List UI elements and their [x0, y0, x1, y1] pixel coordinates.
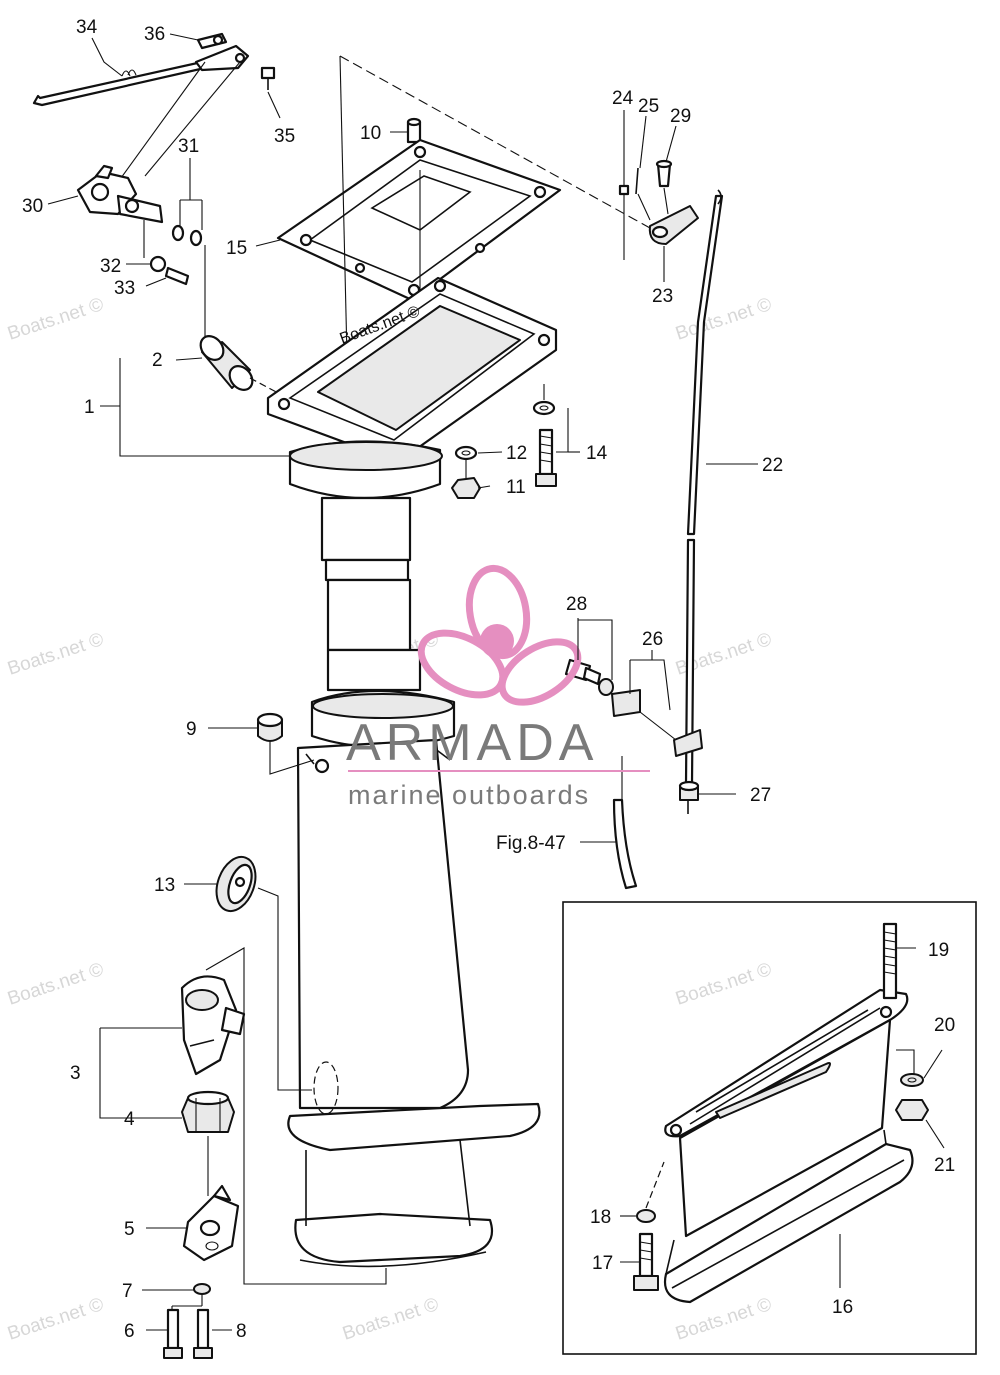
- part-13-grommet[interactable]: [210, 852, 263, 917]
- site-watermark: Boats.net ©: [5, 959, 106, 1010]
- part-24-screw[interactable]: [618, 184, 630, 196]
- callout-12: 12: [506, 443, 527, 464]
- callout-21: 21: [934, 1155, 955, 1176]
- part-1-drive-shaft-housing[interactable]: [266, 276, 558, 1268]
- part-20-washer[interactable]: [900, 1073, 924, 1087]
- callout-5: 5: [124, 1219, 135, 1240]
- site-watermark: Boats.net ©: [673, 959, 774, 1010]
- callout-2: 2: [152, 350, 163, 371]
- part-5-bracket[interactable]: [182, 1184, 240, 1262]
- part-6-bolt[interactable]: [163, 1308, 183, 1359]
- callout-36: 36: [144, 24, 165, 45]
- part-25-pin[interactable]: [635, 167, 639, 195]
- part-17-bolt[interactable]: [633, 1232, 659, 1291]
- callout-33: 33: [114, 278, 135, 299]
- callout-28: 28: [566, 594, 587, 615]
- callout-31: 31: [178, 136, 199, 157]
- callout-30: 30: [22, 196, 43, 217]
- callout-24: 24: [612, 88, 634, 109]
- part-32-ball[interactable]: [149, 255, 167, 273]
- brand-name: ARMADA: [346, 714, 598, 772]
- callout-18: 18: [590, 1207, 611, 1228]
- site-watermark: Boats.net ©: [5, 1294, 106, 1345]
- part-11-nut[interactable]: [451, 477, 481, 499]
- callout-17: 17: [592, 1253, 613, 1274]
- part-7-washer[interactable]: [193, 1283, 211, 1295]
- callout-11: 11: [506, 477, 526, 498]
- callout-14: 14: [586, 443, 608, 464]
- callout-3: 3: [70, 1063, 81, 1084]
- part-22-shift-rod[interactable]: [684, 189, 724, 786]
- callout-6: 6: [124, 1321, 135, 1342]
- part-2-grommet[interactable]: [196, 332, 257, 395]
- callout-13: 13: [154, 875, 175, 896]
- site-watermark: Boats.net ©: [5, 294, 106, 345]
- callout-20: 20: [934, 1015, 955, 1036]
- leader-lines: [47, 33, 736, 1331]
- fig-ref-cable: [612, 798, 638, 890]
- callout-10: 10: [360, 123, 381, 144]
- inset-box: [562, 901, 977, 1355]
- callout-34: 34: [76, 17, 98, 38]
- part-26-clamp[interactable]: [611, 689, 703, 757]
- callout-19: 19: [928, 940, 949, 961]
- callout-16: 16: [832, 1297, 853, 1318]
- part-8-bolt[interactable]: [193, 1308, 213, 1359]
- callout-26: 26: [642, 629, 663, 650]
- part-27-collar[interactable]: [678, 780, 700, 814]
- part-29-screw[interactable]: [655, 159, 673, 188]
- part-14-bolt[interactable]: [535, 428, 557, 487]
- callout-8: 8: [236, 1321, 247, 1342]
- callout-7: 7: [122, 1281, 133, 1302]
- part-18-washer[interactable]: [636, 1209, 656, 1223]
- part-19-stud[interactable]: [882, 922, 898, 1000]
- fig-ref-label: Fig.8-47: [496, 833, 566, 854]
- part-14-washer[interactable]: [532, 400, 556, 416]
- part-28-washer[interactable]: [598, 678, 614, 696]
- part-35-screw[interactable]: [260, 66, 276, 90]
- callout-25: 25: [638, 96, 659, 117]
- part-9-plug[interactable]: [256, 712, 284, 742]
- part-10-pin[interactable]: [406, 117, 422, 144]
- part-3-holder[interactable]: [180, 975, 246, 1076]
- callout-27: 27: [750, 785, 771, 806]
- callout-numbers: 1 2 3 4 5 6 7 8 9 10 11 12 13 14 15 16 1…: [22, 17, 955, 1342]
- callout-9: 9: [186, 719, 197, 740]
- part-4-nut[interactable]: [181, 1090, 235, 1133]
- callout-35: 35: [274, 126, 295, 147]
- part-33-screw[interactable]: [164, 266, 190, 286]
- brand-tagline: marine outboards: [348, 780, 590, 810]
- callout-29: 29: [670, 106, 691, 127]
- part-21-nut[interactable]: [895, 1099, 929, 1121]
- link-lever[interactable]: [194, 44, 250, 72]
- callout-15: 15: [226, 238, 247, 259]
- site-watermark: Boats.net ©: [673, 294, 774, 345]
- propeller-logo-icon: [417, 564, 582, 706]
- part-15-gasket[interactable]: [276, 138, 562, 302]
- part-12-washer[interactable]: [454, 445, 478, 461]
- site-watermark: Boats.net ©: [340, 1294, 441, 1345]
- part-30-valve-assembly[interactable]: [76, 164, 164, 224]
- callout-4: 4: [124, 1109, 135, 1130]
- part-31-o-rings[interactable]: [171, 224, 203, 247]
- part-23-lever[interactable]: [648, 205, 699, 245]
- site-watermark: Boats.net ©: [5, 629, 106, 680]
- callout-32: 32: [100, 256, 121, 277]
- callout-22: 22: [762, 455, 783, 476]
- callout-1: 1: [84, 397, 95, 418]
- callout-23: 23: [652, 286, 673, 307]
- part-36-clip[interactable]: [196, 32, 228, 50]
- part-16-housing-alt[interactable]: [663, 988, 914, 1304]
